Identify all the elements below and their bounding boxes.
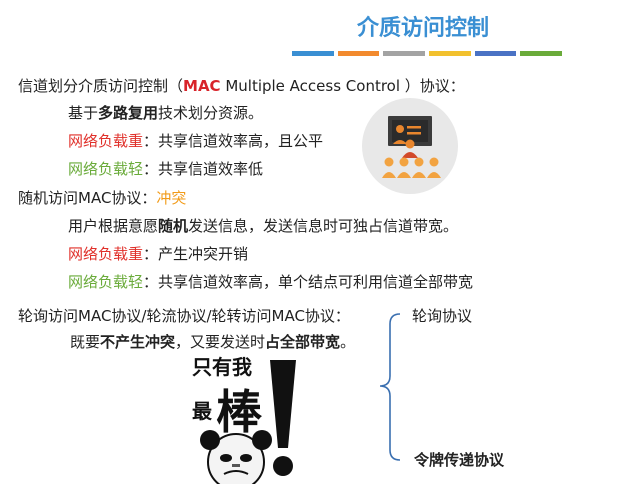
heavy-load-label: 网络负载重: [68, 132, 144, 150]
random-send-pre: 用户根据意愿: [68, 217, 159, 235]
random-access-heading: 随机访问MAC协议：冲突: [18, 188, 186, 208]
random-access-highlight: 冲突: [156, 189, 187, 207]
polling-description: 既要不产生冲突，又要发送时占全部带宽。: [70, 332, 355, 352]
stripe-5: [474, 51, 517, 56]
panda-meme-graphic: 只有我 最 棒: [188, 352, 308, 490]
polling-heading: 轮询访问MAC协议/轮流协议/轮转访问MAC协议：: [18, 306, 350, 326]
partition-heavy-load: 网络负载重：共享信道效率高，且公平: [68, 131, 323, 151]
brace-bottom-label: 令牌传递协议: [414, 451, 505, 469]
polling-text: 轮询访问MAC协议/轮流协议/轮转访问MAC协议：: [18, 307, 350, 325]
stripe-4: [429, 51, 471, 56]
random-access-pre: 随机访问MAC协议：: [18, 189, 157, 207]
light-load-text: ：共享信道效率低: [143, 160, 264, 178]
meme-big-text: 棒: [216, 385, 263, 439]
title-stripes: [292, 51, 563, 56]
panda-meme-image: 只有我 最 棒: [188, 352, 308, 490]
random-heavy-label: 网络负载重: [68, 245, 144, 263]
multiplexing-post: 技术划分资源。: [158, 104, 264, 122]
stripe-3: [383, 51, 426, 56]
heading-pre: 信道划分介质访问控制（: [18, 77, 184, 95]
multiplexing-line: 基于多路复用技术划分资源。: [68, 103, 263, 123]
random-send-post: 发送信息，发送信息时可独占信道带宽。: [188, 217, 459, 235]
random-light-load: 网络负载轻：共享信道效率高，单个结点可利用信道全部带宽: [68, 272, 473, 292]
random-heavy-load: 网络负载重：产生冲突开销: [68, 244, 248, 264]
stripe-1: [292, 51, 334, 56]
curly-brace: [379, 313, 401, 461]
polling-desc-post: 。: [340, 333, 356, 351]
stripe-2: [337, 51, 380, 56]
polling-desc-bold1: 不产生冲突: [100, 333, 176, 351]
partition-light-load: 网络负载轻：共享信道效率低: [68, 159, 263, 179]
heading-mid: Multiple Access Control ）协议：: [220, 77, 465, 95]
brace-top-label: 轮询协议: [412, 307, 473, 325]
page-title: 介质访问控制: [357, 16, 490, 41]
stripe-6: [520, 51, 563, 56]
random-light-text: ：共享信道效率高，单个结点可利用信道全部带宽: [143, 273, 474, 291]
polling-desc-bold2: 占全部带宽: [265, 333, 341, 351]
random-heavy-text: ：产生冲突开销: [143, 245, 249, 263]
multiplexing-bold: 多路复用: [98, 104, 159, 122]
light-load-label: 网络负载轻: [68, 160, 144, 178]
heavy-load-text: ：共享信道效率高，且公平: [143, 132, 324, 150]
meme-top-text: 只有我: [192, 355, 252, 379]
random-send-bold: 随机: [158, 217, 189, 235]
presentation-graphic: [382, 116, 441, 178]
polling-desc-pre: 既要: [70, 333, 101, 351]
multiplexing-pre: 基于: [68, 104, 99, 122]
polling-desc-mid: ，又要发送时: [175, 333, 266, 351]
channel-partition-heading: 信道划分介质访问控制（MAC Multiple Access Control ）…: [18, 76, 465, 96]
meme-left-text: 最: [192, 399, 213, 423]
classroom-presentation-icon: [362, 98, 458, 194]
random-send-line: 用户根据意愿随机发送信息，发送信息时可独占信道带宽。: [68, 216, 458, 236]
random-light-label: 网络负载轻: [68, 273, 144, 291]
heading-mac: MAC: [183, 77, 221, 95]
